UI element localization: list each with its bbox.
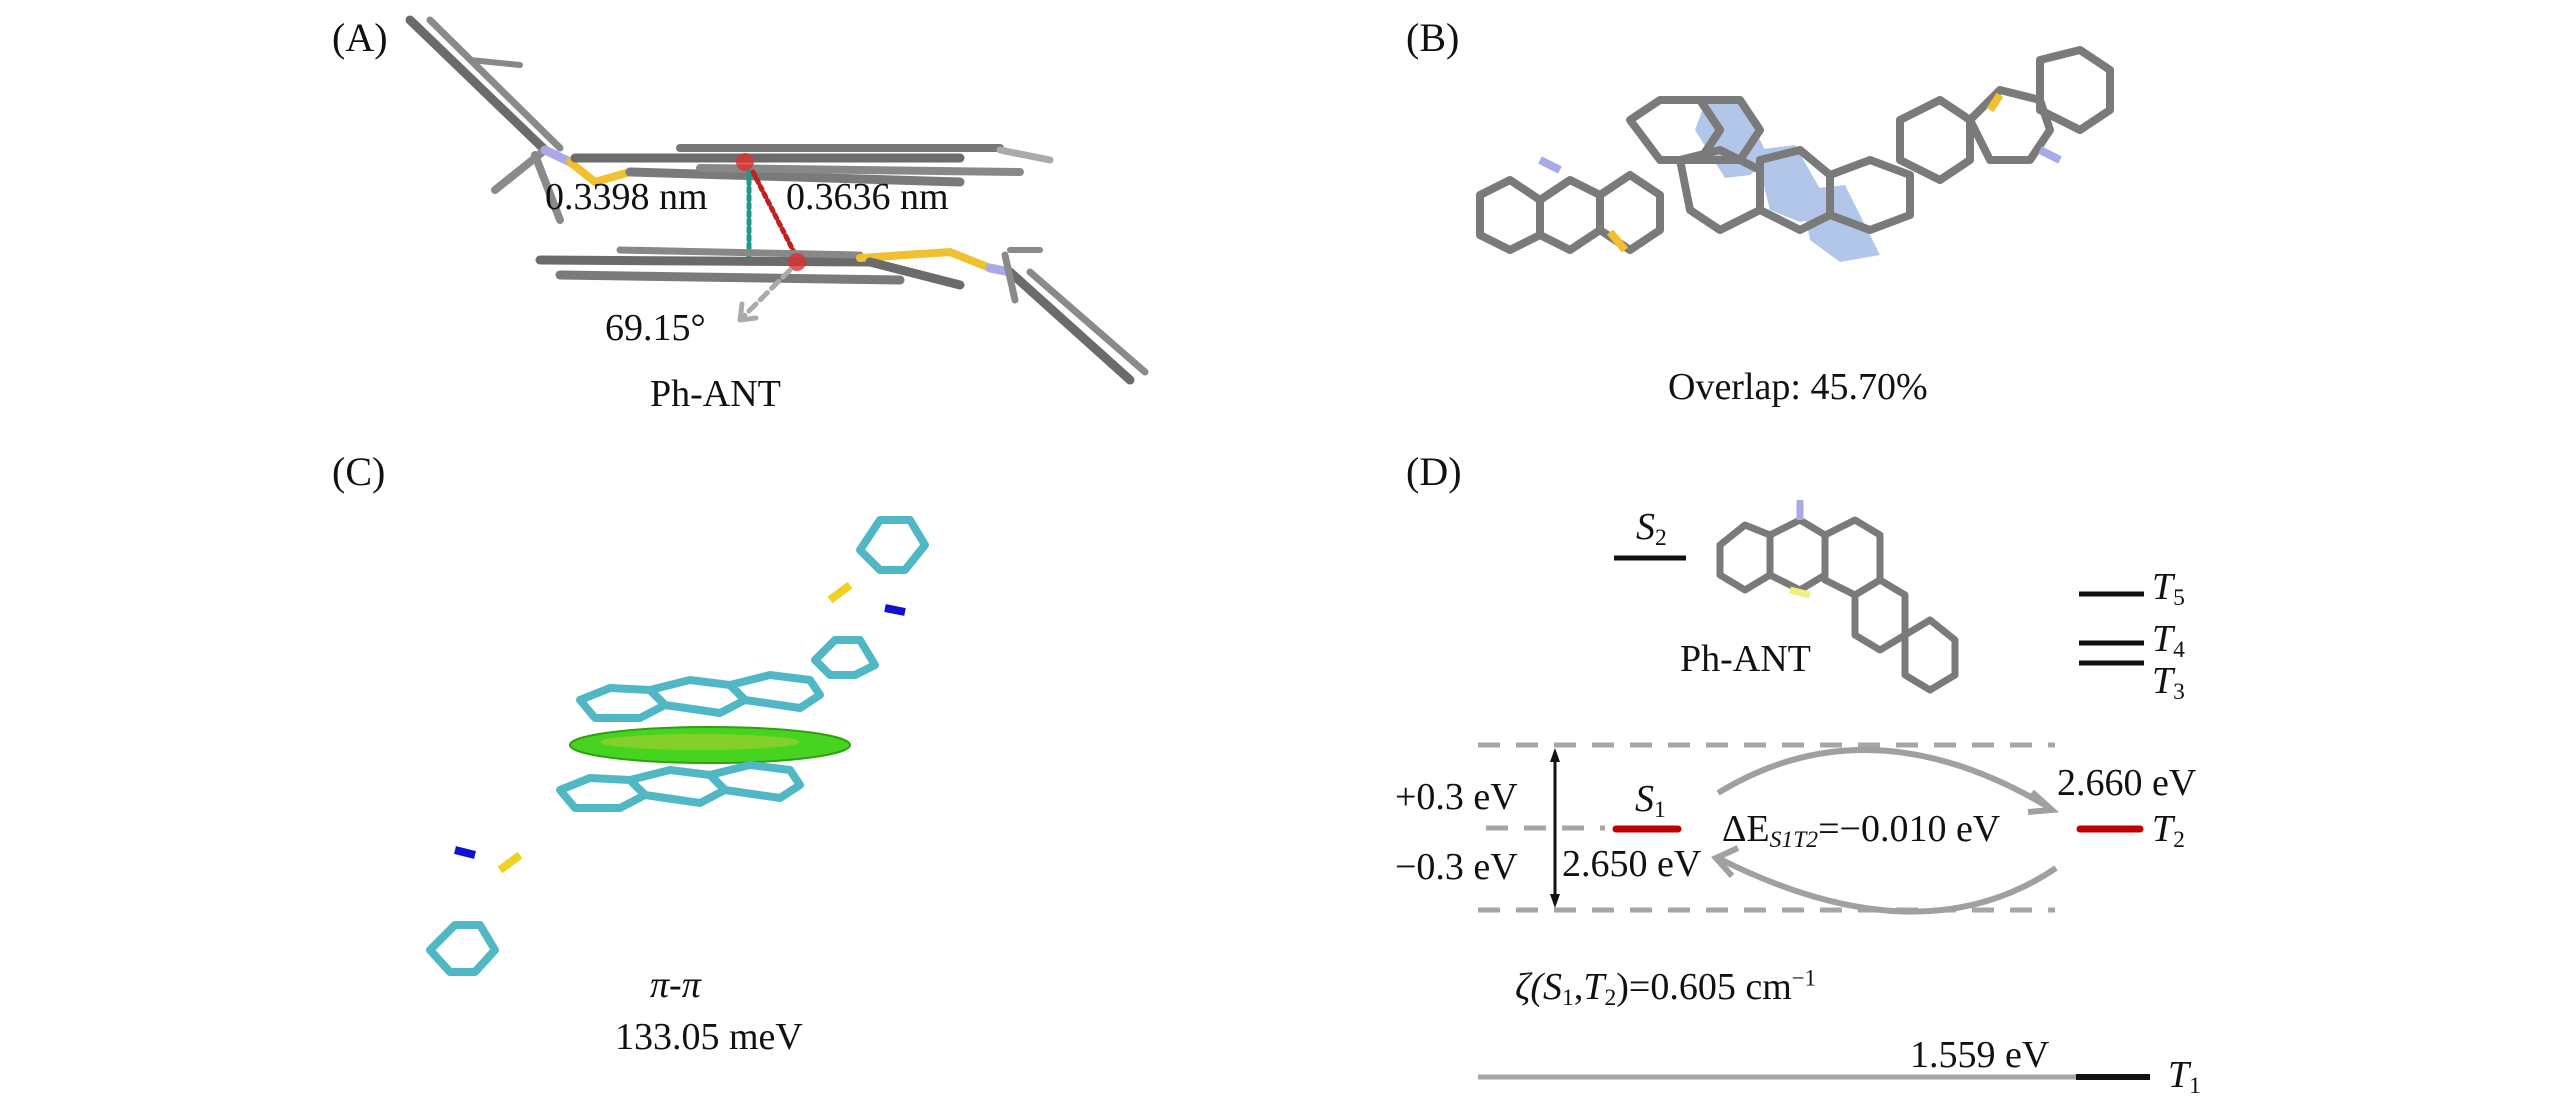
delta-e-value: =−0.010 eV [1818,808,2001,850]
soc-label: ζ(S1,T2)=0.605 cm−1 [1515,965,1817,1011]
soc-prefix: ζ( [1515,966,1544,1008]
t5-symbol: T [2152,566,2174,608]
t1-energy: 1.559 eV [1910,1034,2050,1076]
soc-s: S [1543,966,1563,1008]
distance-label-1: 0.3398 nm [545,176,708,218]
s-atom-d [1789,586,1811,599]
t4-label: T4 [2152,620,2185,662]
panel-label-a: (A) [332,15,388,60]
soc-t: T [1583,966,1605,1008]
pi-pi-isosurface-shade [600,734,800,750]
bottom-molecule [535,246,1149,385]
arrow-head-up-icon [1550,748,1560,762]
distance-label-2: 0.3636 nm [786,176,949,218]
interaction-type: π-π [650,964,701,1006]
lower-s-atom [497,851,523,874]
t1-symbol: T [2168,1054,2190,1096]
t3-label: T3 [2152,662,2185,704]
s1-energy: 2.650 eV [1562,843,1702,885]
molecule-name-a: Ph-ANT [650,373,781,415]
s2-symbol: S [1636,506,1655,548]
t2-symbol: T [2152,808,2174,850]
lower-molecule-c [426,761,804,976]
soc-s-sub: 1 [1562,984,1574,1011]
lower-n-atom [454,846,476,859]
t2-label: T2 [2152,810,2185,852]
overlap-s-atoms [1606,92,2004,253]
arrow-head-down-icon [1550,894,1560,908]
upper-s-atom [827,581,853,604]
overlap-caption: Overlap: 45.70% [1668,366,1928,408]
s2-label: S2 [1636,508,1667,550]
isc-arrow-head-icon [2027,789,2060,815]
s1-symbol: S [1635,778,1654,820]
top-molecule [405,15,1054,224]
t1-subscript: 1 [2189,1072,2201,1099]
window-minus-label: −0.3 eV [1395,846,1518,888]
soc-value: )=0.605 cm [1616,966,1792,1008]
isc-arrow [1716,747,2052,811]
t5-label: T5 [2152,568,2185,610]
s1-label: S1 [1635,780,1666,822]
risc-arrow [1716,855,2058,915]
panel-label-c: (C) [332,449,386,494]
soc-exponent: −1 [1791,965,1817,991]
s2-subscript: 2 [1655,524,1667,551]
t2-energy: 2.660 eV [2057,762,2197,804]
molecule-name-d: Ph-ANT [1680,638,1811,680]
t2-subscript: 2 [2173,826,2185,853]
ph-ant-molecule-d [1716,516,1959,694]
t3-symbol: T [2152,660,2174,702]
risc-arrow-head-icon [1711,845,1740,878]
delta-e-label: ΔES1T2=−0.010 eV [1722,810,2000,852]
soc-sep: , [1573,966,1584,1008]
interaction-energy: 133.05 meV [615,1016,803,1058]
soc-t-sub: 2 [1604,984,1617,1011]
overlap-n-atoms [1538,146,2062,174]
delta-e-subscript: S1T2 [1769,826,1819,853]
window-plus-label: +0.3 eV [1395,776,1518,818]
t4-symbol: T [2152,618,2174,660]
angle-label: 69.15° [605,307,706,349]
panel-label-b: (B) [1406,15,1460,60]
distance-line-2 [750,169,800,261]
overlap-molecules [1476,46,2114,254]
delta-e-prefix: ΔE [1722,808,1770,850]
upper-molecule-c [576,516,929,722]
t3-subscript: 3 [2173,678,2185,705]
t4-subscript: 4 [2173,636,2185,663]
panel-label-d: (D) [1406,449,1462,494]
t5-subscript: 5 [2173,584,2185,611]
s1-subscript: 1 [1654,796,1666,823]
upper-n-atom [884,604,906,616]
t1-label: T1 [2168,1056,2201,1098]
